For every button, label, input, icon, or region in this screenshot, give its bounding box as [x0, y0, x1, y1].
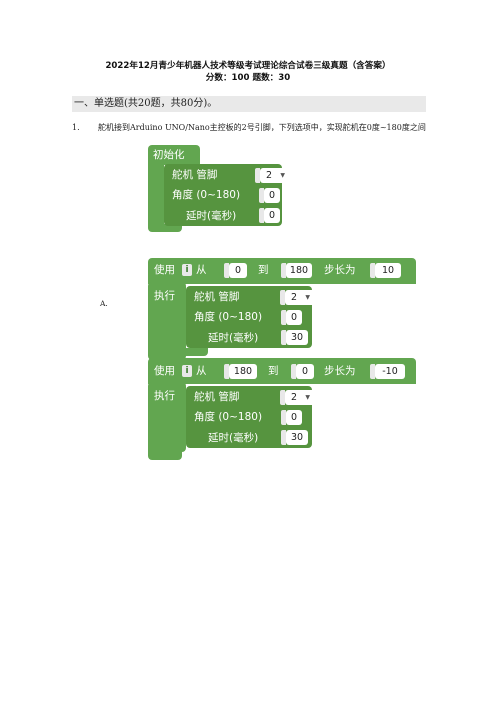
- loop1-from-socket: [224, 263, 229, 278]
- loop1-to-label: 到: [258, 264, 269, 276]
- loop2-from-socket: [224, 364, 229, 379]
- loop1-do-label: 执行: [154, 290, 175, 302]
- loop1-delay-input[interactable]: 30: [286, 330, 308, 345]
- init-angle-input[interactable]: 0: [264, 188, 280, 203]
- loop2-to-input[interactable]: 0: [296, 364, 314, 379]
- init-header-bar: [148, 145, 200, 165]
- loop1-use-label: 使用: [154, 264, 175, 276]
- loop1-from-input[interactable]: 0: [229, 263, 247, 278]
- loop2-left-bar: [148, 382, 186, 452]
- loop2-pin-socket: [280, 390, 285, 405]
- question-number: 1.: [72, 123, 80, 132]
- loop1-angle-input[interactable]: 0: [286, 310, 302, 325]
- loop1-servo-pin-label: 舵机 管脚: [194, 291, 240, 303]
- loop2-pin-dropdown[interactable]: 2▼: [285, 390, 315, 405]
- loop2-delay-label: 延时(毫秒): [208, 432, 259, 444]
- loop2-from-label: 从: [196, 365, 207, 377]
- chevron-down-icon: ▼: [280, 172, 285, 179]
- loop1-delay-socket: [281, 330, 286, 345]
- section-heading: 一、单选题(共20题，共80分)。: [72, 96, 426, 112]
- option-a-label: A.: [100, 299, 108, 308]
- init-pin-value: 2: [266, 170, 273, 181]
- exam-score-info: 分数：100 题数：30: [205, 73, 291, 83]
- loop1-to-input[interactable]: 180: [286, 263, 312, 278]
- loop2-step-socket: [370, 364, 375, 379]
- init-bottom-bar: [148, 224, 182, 232]
- init-servo-pin-label: 舵机 管脚: [172, 169, 218, 181]
- loop2-servo-pin-label: 舵机 管脚: [194, 391, 240, 403]
- loop2-angle-input[interactable]: 0: [286, 410, 302, 425]
- init-delay-label: 延时(毫秒): [186, 210, 237, 222]
- loop2-var[interactable]: i: [182, 365, 192, 377]
- loop2-delay-socket: [281, 430, 286, 445]
- init-delay-socket: [259, 208, 264, 223]
- loop1-pin-socket: [280, 290, 285, 305]
- loop1-angle-socket: [281, 310, 286, 325]
- question-text: 舵机接到Arduino UNO/Nano主控板的2号引脚，下列选项中，实现舵机在…: [98, 123, 426, 132]
- loop1-left-bar: [148, 282, 186, 360]
- loop2-step-input[interactable]: -10: [375, 364, 405, 379]
- loop1-pin-dropdown[interactable]: 2▼: [285, 290, 315, 305]
- question-1: 1. 舵机接到Arduino UNO/Nano主控板的2号引脚，下列选项中，实现舵…: [72, 122, 496, 134]
- loop2-delay-input[interactable]: 30: [286, 430, 308, 445]
- loop1-step-label: 步长为: [324, 264, 356, 276]
- loop2-angle-socket: [281, 410, 286, 425]
- loop2-use-label: 使用: [154, 365, 175, 377]
- loop1-var[interactable]: i: [182, 264, 192, 276]
- loop1-delay-label: 延时(毫秒): [208, 332, 259, 344]
- loop1-bottom-bar: [148, 348, 208, 356]
- exam-title: 2022年12月青少年机器人技术等级考试理论综合试卷三级真题（含答案）: [105, 61, 391, 71]
- loop2-bottom-bar: [148, 448, 182, 460]
- init-pin-socket: [255, 168, 260, 183]
- init-delay-input[interactable]: 0: [264, 208, 280, 223]
- loop2-to-socket: [291, 364, 296, 379]
- loop1-to-socket: [281, 263, 286, 278]
- chevron-down-icon: ▼: [305, 394, 310, 401]
- loop2-do-label: 执行: [154, 390, 175, 402]
- loop2-pin-value: 2: [291, 392, 298, 403]
- loop2-angle-label: 角度 (0~180): [194, 411, 263, 423]
- loop1-step-socket: [370, 263, 375, 278]
- loop1-pin-value: 2: [291, 292, 298, 303]
- init-header-label: 初始化: [153, 149, 185, 161]
- init-left-bar: [148, 163, 164, 231]
- init-pin-dropdown[interactable]: 2▼: [260, 168, 290, 183]
- loop2-step-label: 步长为: [324, 365, 356, 377]
- chevron-down-icon: ▼: [305, 294, 310, 301]
- loop2-from-input[interactable]: 180: [229, 364, 257, 379]
- loop1-from-label: 从: [196, 264, 207, 276]
- loop2-to-label: 到: [268, 365, 279, 377]
- init-angle-label: 角度 (0~180): [172, 189, 241, 201]
- init-angle-socket: [259, 188, 264, 203]
- loop1-step-input[interactable]: 10: [375, 263, 401, 278]
- loop1-angle-label: 角度 (0~180): [194, 311, 263, 323]
